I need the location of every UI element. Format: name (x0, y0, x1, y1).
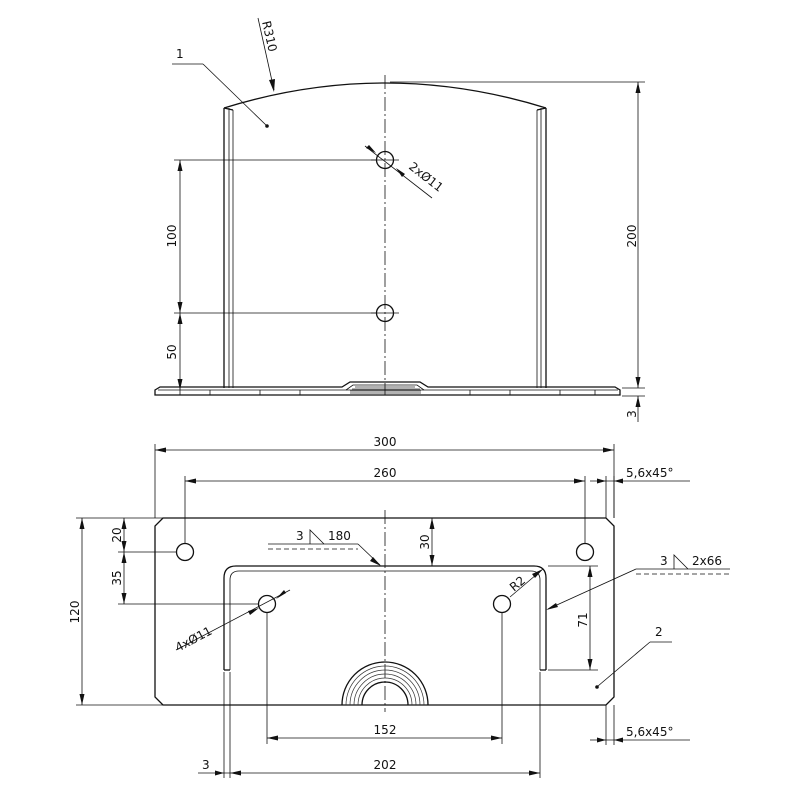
bottom-hole-top-left (175, 542, 195, 562)
radius-leader (257, 17, 275, 91)
holes-leader-bottom (175, 589, 291, 651)
dim-arrow (429, 518, 435, 529)
holes-label-bottom: 4xØ11 (173, 624, 214, 655)
dim-3-bottom: 3 (202, 758, 210, 772)
weld-symbol-180: 3 180 (268, 529, 381, 566)
radius-arrow (269, 79, 275, 92)
dim-arrow (121, 593, 127, 604)
dim-arrow (587, 566, 593, 577)
radius-arrow-bottom (532, 569, 543, 578)
dim-arrow (635, 377, 641, 388)
chamfer-top: 5,6x45° (626, 466, 673, 480)
dim-arrow (597, 478, 606, 484)
upright-corner-right (536, 107, 547, 111)
bottom-view: 300 260 5,6x45° 5,6x45° 120 (68, 435, 730, 778)
weld-2x66-size: 3 (660, 554, 668, 568)
dim-arrow (603, 447, 614, 453)
dim-71: 71 (576, 612, 590, 627)
bottom-hole-top-right (575, 542, 595, 562)
bottom-hole-lower-right (492, 594, 512, 614)
dim-35: 35 (110, 570, 124, 585)
dim-arrow (574, 478, 585, 484)
radius-label-top: R310 (259, 20, 280, 54)
dim-50: 50 (165, 344, 179, 359)
part-1-leader-dot (265, 124, 269, 128)
dim-20: 20 (110, 527, 124, 542)
dim-arrow (215, 770, 224, 776)
dim-arrow (155, 447, 166, 453)
dim-120: 120 (68, 601, 82, 624)
dim-arrow (587, 659, 593, 670)
dim-arrow (121, 518, 127, 529)
dim-arrow (597, 737, 606, 743)
holes-arrow-bottom-2 (276, 590, 286, 599)
dim-3-top: 3 (625, 410, 639, 418)
radius-label-bottom: R2 (507, 573, 528, 594)
dim-arrow (185, 478, 196, 484)
weld-2x66-length: 2x66 (692, 554, 722, 568)
bottom-hole-lower-left (257, 594, 277, 614)
part-number-2: 2 (655, 625, 663, 639)
holes-label-top: 2xØ11 (406, 159, 446, 194)
dim-arrow (529, 770, 540, 776)
dim-arrow (267, 735, 278, 741)
upright-corner-left (223, 107, 234, 111)
dim-300: 300 (374, 435, 397, 449)
dim-arrow (635, 396, 641, 407)
dim-arrow (79, 694, 85, 705)
part-2-leader (597, 641, 651, 687)
dim-arrow (177, 313, 183, 324)
dim-arrow (121, 541, 127, 552)
dim-arrow (121, 552, 127, 563)
holes-arrow-bottom (248, 608, 259, 615)
dim-arrow (491, 735, 502, 741)
dim-260: 260 (374, 466, 397, 480)
part-1-leader (202, 63, 268, 127)
holes-arrow-top (366, 145, 376, 153)
dim-arrow (614, 478, 623, 484)
dim-arrow (429, 555, 435, 566)
top-view: 1 R310 2xØ11 100 50 200 3 (154, 17, 645, 422)
holes-arrow-top-2 (396, 168, 405, 177)
weld-180-length: 180 (328, 529, 351, 543)
dim-200: 200 (625, 225, 639, 248)
dim-152: 152 (374, 723, 397, 737)
dim-30: 30 (418, 534, 432, 549)
weld-symbol-2x66: 3 2x66 (546, 554, 730, 610)
dim-100: 100 (165, 225, 179, 248)
dim-arrow (635, 82, 641, 93)
weld-180-size: 3 (296, 529, 304, 543)
part-2-leader-dot (595, 685, 599, 689)
dim-arrow (177, 302, 183, 313)
rib-arch (341, 661, 429, 706)
dim-arrow (230, 770, 241, 776)
dim-arrow (79, 518, 85, 529)
dim-arrow (177, 160, 183, 171)
top-base-plate (154, 381, 621, 396)
dim-arrow (177, 379, 183, 390)
chamfer-bottom: 5,6x45° (626, 725, 673, 739)
dim-arrow (614, 737, 623, 743)
dim-202: 202 (374, 758, 397, 772)
part-number-1: 1 (176, 47, 184, 61)
holes-leader-top (364, 145, 433, 199)
